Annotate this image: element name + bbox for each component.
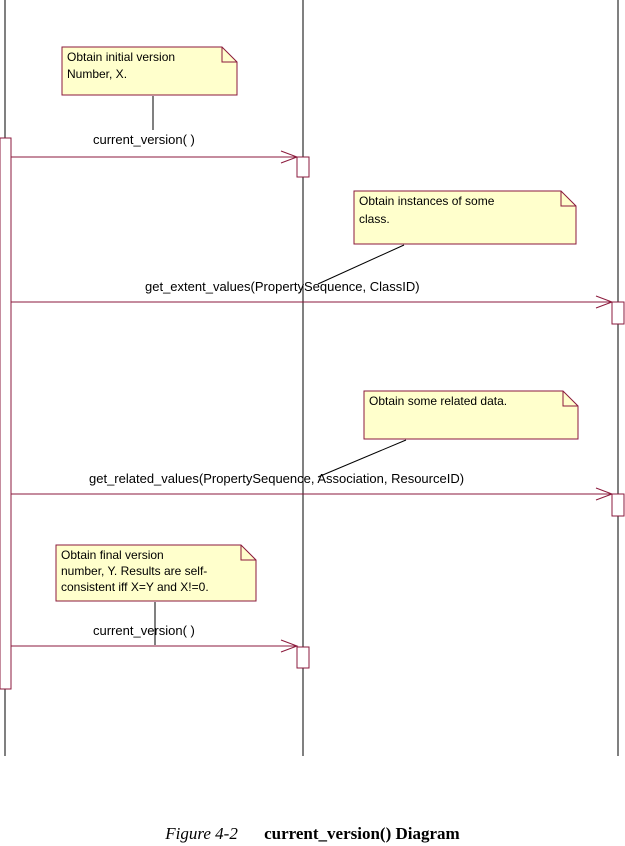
note-line: consistent iff X=Y and X!=0.: [61, 580, 209, 594]
note-line: number, Y. Results are self-: [61, 564, 207, 578]
figure-caption: Figure 4-2 current_version() Diagram: [0, 824, 625, 844]
note-line: class.: [359, 212, 390, 226]
note-shape: [55, 544, 257, 602]
note-fold: [562, 391, 578, 407]
note-shape: [363, 390, 579, 440]
arrowhead: [595, 487, 614, 501]
note-fold: [240, 545, 256, 561]
note-anchor: [317, 244, 405, 285]
note-fold: [560, 191, 576, 207]
note-anchor: [317, 439, 407, 478]
message-get-related-values: get_related_values(PropertySequence, Ass…: [11, 471, 614, 501]
note-line: Number, X.: [67, 67, 127, 81]
message-label: get_extent_values(PropertySequence, Clas…: [145, 279, 420, 294]
note-line: Obtain final version: [61, 548, 164, 562]
note-final-version: Obtain final version number, Y. Results …: [55, 544, 257, 645]
arrowhead: [595, 295, 614, 309]
note-line: Obtain some related data.: [369, 394, 507, 408]
note-line: Obtain instances of some: [359, 194, 495, 208]
activation-server-2: [296, 646, 310, 669]
activation-server-1: [296, 156, 310, 178]
figure-number: Figure 4-2: [165, 824, 238, 843]
arrowhead: [280, 150, 299, 164]
message-label: current_version( ): [93, 132, 195, 147]
message-label: current_version( ): [93, 623, 195, 638]
note-shape: [353, 190, 577, 245]
note-line: Obtain initial version: [67, 50, 175, 64]
message-label: get_related_values(PropertySequence, Ass…: [89, 471, 464, 486]
message-current-version-initial: current_version( ): [11, 132, 299, 164]
activation-client: [0, 137, 12, 690]
note-shape: [61, 46, 238, 96]
note-fold: [221, 47, 237, 63]
activation-store-1: [611, 301, 625, 325]
message-get-extent-values: get_extent_values(PropertySequence, Clas…: [11, 279, 614, 309]
note-related-data: Obtain some related data.: [317, 390, 579, 478]
activation-store-2: [611, 493, 625, 517]
figure-title: current_version() Diagram: [264, 824, 460, 843]
arrowhead: [280, 639, 299, 653]
message-current-version-final: current_version( ): [11, 623, 299, 653]
note-instances: Obtain instances of some class.: [317, 190, 577, 285]
note-initial-version: Obtain initial version Number, X.: [61, 46, 238, 130]
